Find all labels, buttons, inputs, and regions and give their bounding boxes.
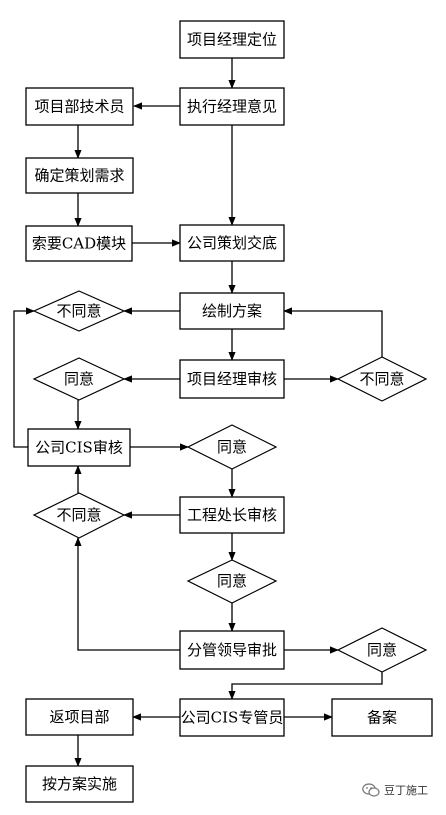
node-pm-review: 项目经理审核 <box>179 359 285 399</box>
decision-agree-dept-label: 同意 <box>217 572 247 590</box>
node-company-cis-review: 公司CIS审核 <box>27 428 131 467</box>
node-dept-head-review: 工程处长审核 <box>179 496 285 534</box>
edge-approval-to-disagree <box>74 537 180 651</box>
decision-disagree-pm-right-label: 不同意 <box>359 370 404 388</box>
node-cis-officer-label: 公司CIS专管员 <box>181 709 284 727</box>
node-cis-officer: 公司CIS专管员 <box>179 698 285 737</box>
decision-agree-pm-left-label: 同意 <box>64 370 94 388</box>
wechat-icon <box>362 783 380 797</box>
node-return-dept-label: 返项目部 <box>49 708 109 726</box>
watermark: 豆丁施工 <box>362 782 428 798</box>
node-exec-pm-opinion-label: 执行经理意见 <box>187 98 277 116</box>
node-pm-position: 项目经理定位 <box>179 20 285 59</box>
node-manager-approval: 分管领导审批 <box>179 630 285 670</box>
decision-agree-approval-label: 同意 <box>367 641 397 659</box>
node-company-briefing: 公司策划交底 <box>179 224 285 262</box>
edges <box>13 58 383 767</box>
decision-agree-dept: 同意 <box>186 559 278 604</box>
node-filing: 备案 <box>331 698 433 737</box>
node-exec-pm-opinion: 执行经理意见 <box>179 87 285 126</box>
node-planning-needs-label: 确定策划需求 <box>34 167 124 185</box>
node-pm-review-label: 项目经理审核 <box>187 370 277 388</box>
decision-agree-cis-label: 同意 <box>217 438 247 456</box>
edge-agree-to-cis-officer <box>228 672 383 700</box>
decision-disagree-top-label: 不同意 <box>56 302 101 320</box>
node-tech-staff: 项目部技术员 <box>25 87 134 126</box>
decision-disagree-dept-label: 不同意 <box>56 506 101 524</box>
watermark-text: 豆丁施工 <box>384 784 428 797</box>
edge-cis-to-disagree-top <box>13 307 35 448</box>
decision-agree-cis: 同意 <box>186 424 278 470</box>
node-filing-label: 备案 <box>367 709 397 727</box>
decision-disagree-dept: 不同意 <box>32 492 126 539</box>
decision-disagree-pm-right: 不同意 <box>336 356 428 402</box>
edge-disagree-back-to-draw <box>283 307 383 357</box>
node-implement-label: 按方案实施 <box>42 775 117 793</box>
node-manager-approval-label: 分管领导审批 <box>187 641 277 659</box>
node-implement: 按方案实施 <box>25 765 134 803</box>
node-tech-staff-label: 项目部技术员 <box>34 98 124 116</box>
node-planning-needs: 确定策划需求 <box>25 157 134 194</box>
node-draw-plan: 绘制方案 <box>179 292 285 330</box>
node-return-dept: 返项目部 <box>25 698 134 736</box>
node-cad-module-label: 索要CAD模块 <box>32 235 126 253</box>
decision-disagree-top: 不同意 <box>32 290 126 332</box>
node-pm-position-label: 项目经理定位 <box>187 31 277 49</box>
node-company-briefing-label: 公司策划交底 <box>187 234 277 252</box>
node-cad-module: 索要CAD模块 <box>25 225 133 262</box>
decision-agree-pm-left: 同意 <box>32 357 126 401</box>
node-company-cis-review-label: 公司CIS审核 <box>35 439 123 457</box>
node-draw-plan-label: 绘制方案 <box>202 302 262 320</box>
node-dept-head-review-label: 工程处长审核 <box>187 506 277 524</box>
decision-agree-approval: 同意 <box>336 627 428 673</box>
